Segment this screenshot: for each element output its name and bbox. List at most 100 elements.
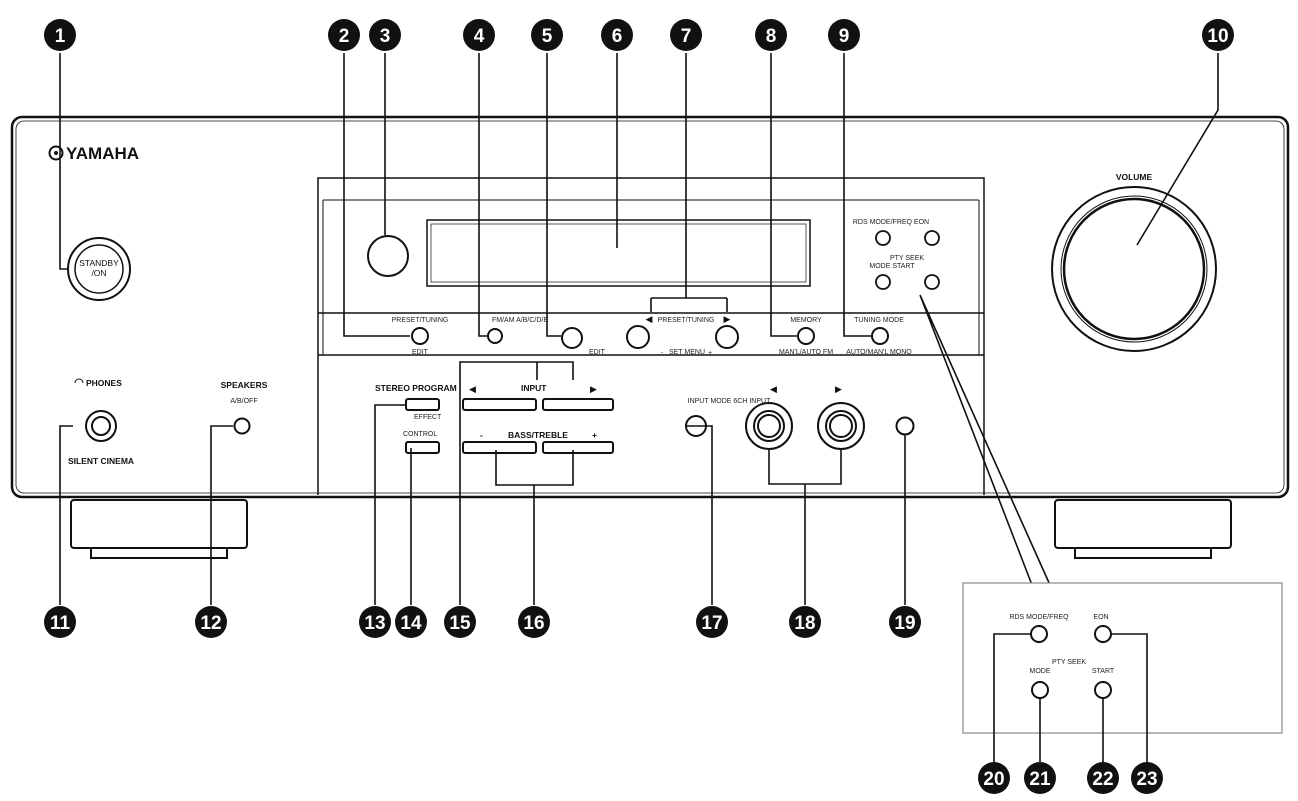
callout-4: 4: [463, 19, 495, 51]
callout-label: 14: [400, 613, 422, 634]
eon-button[interactable]: [924, 230, 940, 246]
tuner-row: PRESET/TUNING EDIT FM/AM A/B/C/D/E EDIT …: [392, 314, 913, 357]
callout-6: 6: [601, 19, 633, 51]
callout-9: 9: [828, 19, 860, 51]
fm-am-button[interactable]: [487, 328, 503, 344]
pty-start-button[interactable]: [924, 274, 940, 290]
svg-text:SPEAKERS: SPEAKERS: [221, 380, 268, 390]
svg-text:MODE: MODE: [1030, 668, 1051, 675]
chassis: [10, 115, 1290, 499]
svg-text:A/B/OFF: A/B/OFF: [230, 398, 257, 405]
callout-label: 2: [339, 26, 350, 47]
tuning-mode-button[interactable]: [871, 327, 889, 345]
preset-tuning-button[interactable]: [411, 327, 429, 345]
svg-text:PTY SEEK: PTY SEEK: [890, 255, 924, 262]
svg-text:SET MENU: SET MENU: [669, 349, 705, 356]
callout-2: 2: [328, 19, 360, 51]
callout-label: 4: [474, 26, 485, 47]
svg-text:PTY SEEK: PTY SEEK: [1052, 659, 1086, 666]
callout-12: 12: [195, 606, 227, 638]
rds-inset: RDS MODE/FREQ EON PTY SEEK MODE START: [962, 582, 1283, 766]
pty-mode-button[interactable]: [875, 274, 891, 290]
svg-text:MODE START: MODE START: [869, 263, 915, 270]
svg-text:PRESET/TUNING: PRESET/TUNING: [658, 317, 715, 324]
svg-text:◀: ◀: [770, 384, 777, 394]
svg-text:INPUT: INPUT: [521, 383, 547, 393]
callout-label: 8: [766, 26, 777, 47]
callout-label: 9: [839, 26, 850, 47]
callout-label: 3: [380, 26, 391, 47]
bass-treble-plus-button[interactable]: [542, 441, 614, 454]
callout-label: 5: [542, 26, 553, 47]
svg-text:STEREO PROGRAM: STEREO PROGRAM: [375, 383, 457, 393]
callout-8: 8: [755, 19, 787, 51]
program-right-button[interactable]: [542, 398, 614, 411]
leader-lines: [59, 53, 1219, 605]
callout-label: 13: [364, 613, 385, 634]
svg-text:CONTROL: CONTROL: [403, 431, 437, 438]
callout-16: 16: [518, 606, 550, 638]
callout-22: 22: [1087, 762, 1119, 794]
callout-13: 13: [359, 606, 391, 638]
memory-button[interactable]: [797, 327, 815, 345]
front-display: [426, 219, 811, 287]
callout-label: 22: [1092, 769, 1113, 790]
callout-3: 3: [369, 19, 401, 51]
program-left-button[interactable]: [462, 398, 537, 411]
control-button[interactable]: [405, 441, 440, 454]
callout-23: 23: [1131, 762, 1163, 794]
svg-text:PRESET/TUNING: PRESET/TUNING: [392, 317, 449, 324]
svg-text:SILENT CINEMA: SILENT CINEMA: [68, 456, 134, 466]
preset-tuning-down-button[interactable]: [626, 325, 650, 349]
callout-label: 19: [894, 613, 915, 634]
svg-text:/ON: /ON: [91, 268, 106, 278]
yamaha-logo: YAMAHA: [48, 144, 139, 163]
svg-text:MEMORY: MEMORY: [790, 317, 822, 324]
callout-label: 1: [55, 26, 66, 47]
svg-text:▶: ▶: [835, 384, 842, 394]
edit-button[interactable]: [561, 327, 583, 349]
callout-20: 20: [978, 762, 1010, 794]
callout-10: 10: [1202, 19, 1234, 51]
callout-21: 21: [1024, 762, 1056, 794]
callout-19: 19: [889, 606, 921, 638]
rds-mode-freq-button[interactable]: [875, 230, 891, 246]
svg-text:+: +: [592, 430, 597, 440]
svg-text:▶: ▶: [590, 384, 597, 394]
left-foot: [70, 499, 248, 559]
svg-text:EFFECT: EFFECT: [414, 414, 442, 421]
remote-sensor: [367, 235, 409, 277]
callout-label: 12: [200, 613, 221, 634]
callout-11: 11: [44, 606, 76, 638]
callout-label: 21: [1029, 769, 1051, 790]
svg-text:VOLUME: VOLUME: [1116, 172, 1153, 182]
svg-text:◀: ◀: [646, 314, 653, 324]
svg-text:BASS/TREBLE: BASS/TREBLE: [508, 430, 568, 440]
svg-text:YAMAHA: YAMAHA: [66, 144, 139, 163]
callout-label: 6: [612, 26, 623, 47]
callout-label: 10: [1207, 26, 1228, 47]
svg-text:AUTO/MAN'L MONO: AUTO/MAN'L MONO: [846, 349, 912, 356]
speakers-button[interactable]: SPEAKERS A/B/OFF: [221, 380, 268, 435]
preset-tuning-up-button[interactable]: [715, 325, 739, 349]
bass-treble-minus-button[interactable]: [462, 441, 537, 454]
volume-knob[interactable]: VOLUME: [1051, 172, 1217, 352]
svg-text:RDS MODE/FREQ EON: RDS MODE/FREQ EON: [853, 219, 929, 226]
svg-text:TUNING MODE: TUNING MODE: [854, 317, 904, 324]
callout-5: 5: [531, 19, 563, 51]
callout-label: 18: [794, 613, 815, 634]
svg-text:◀: ◀: [469, 384, 476, 394]
callout-label: 16: [523, 613, 544, 634]
svg-text:+: +: [708, 350, 712, 357]
svg-text:FM/AM A/B/C/D/E: FM/AM A/B/C/D/E: [492, 317, 548, 324]
phones-jack[interactable]: PHONES SILENT CINEMA: [68, 378, 134, 466]
callout-7: 7: [670, 19, 702, 51]
callout-15: 15: [444, 606, 476, 638]
callout-label: 20: [983, 769, 1004, 790]
callout-label: 23: [1136, 769, 1157, 790]
svg-text:EDIT: EDIT: [589, 349, 606, 356]
jack-19[interactable]: [895, 416, 915, 436]
svg-text:PHONES: PHONES: [86, 378, 122, 388]
